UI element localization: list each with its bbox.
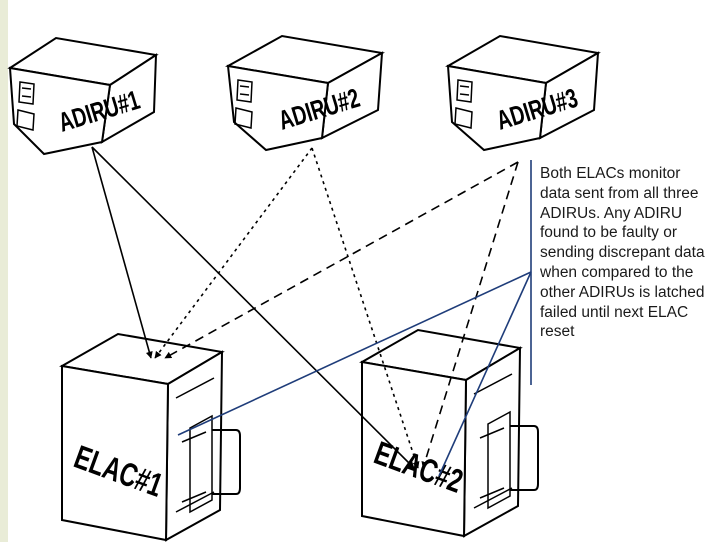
page-margin-strip [0, 0, 8, 542]
adiru-2-unit: ADIRU#2 [225, 34, 385, 152]
callout-line-elac-1 [177, 271, 532, 436]
adiru-3-unit: ADIRU#3 [445, 34, 601, 152]
adiru-1-unit: ADIRU#1 [7, 36, 159, 156]
adiru-2-to-elac-2-arrow [311, 147, 420, 469]
adiru-1-to-elac-1-arrow [91, 146, 153, 359]
callout-note: Both ELACs monitor data sent from all th… [540, 165, 705, 341]
callout-lines [177, 160, 532, 477]
adiru-3-to-elac-1-arrow [164, 161, 519, 359]
elac-1-unit: ELAC#1 [59, 332, 241, 542]
adiru-2-to-elac-1-arrow [154, 147, 313, 359]
adiru-3-to-elac-2-arrow [421, 161, 519, 469]
adiru-1-to-elac-2-arrow [91, 146, 415, 469]
elac-2-unit: ELAC#2 [359, 328, 539, 538]
callout-line-elac-2 [438, 271, 532, 477]
